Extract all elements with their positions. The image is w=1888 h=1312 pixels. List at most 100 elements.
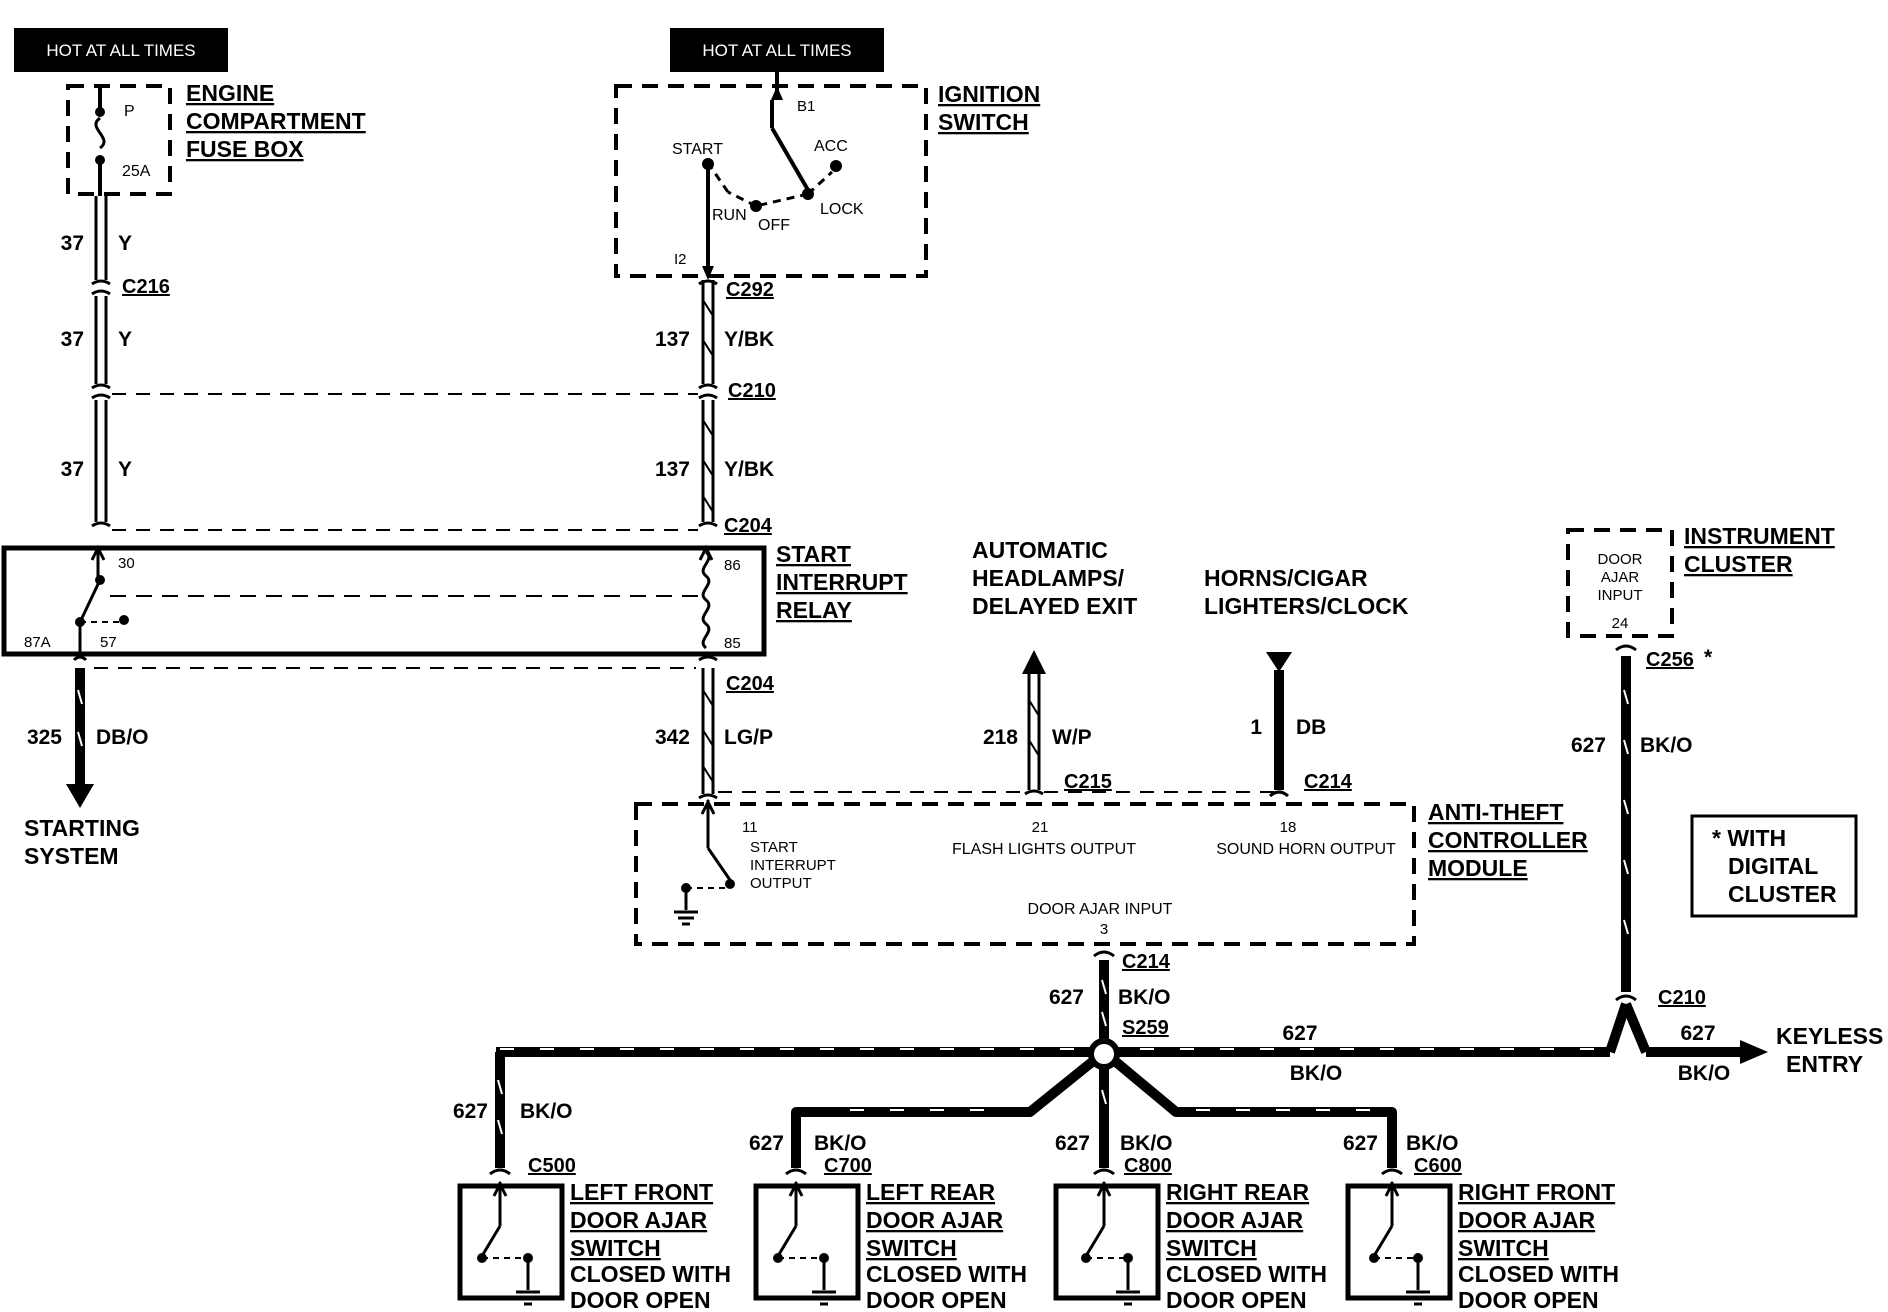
ignition-switch: B1 START ACC RUN OFF LOCK I2 IGNITION SW… (614, 72, 1040, 280)
ground-icon (812, 1290, 836, 1306)
ground-icon (516, 1290, 540, 1306)
switches-0-note-lines-0-text: CLOSED WITH (570, 1261, 731, 1287)
connector-c216: C216 (122, 276, 170, 298)
instrument-cluster-input-lines-1-text: AJAR (1601, 569, 1640, 586)
switches-0-title-lines-1-text: DOOR AJAR (570, 1207, 708, 1233)
fuse-box-title-3: FUSE BOX (186, 136, 304, 162)
wires-w627-lf-color-text: BK/O (520, 1100, 573, 1123)
switches-1-note-lines-0-text: CLOSED WITH (866, 1261, 1027, 1287)
hot-at-all-times-label-right: HOT AT ALL TIMES (670, 28, 884, 72)
instrument-cluster-input-lines-0-text: DOOR (1598, 551, 1643, 568)
wires-w37a-num-text: 37 (61, 232, 84, 255)
relay-title-2: INTERRUPT (776, 569, 908, 595)
fuse-rating: 25A (122, 163, 151, 180)
wires-w37c-num-text: 37 (61, 458, 84, 481)
wires-w627-module-color-text: BK/O (1118, 986, 1171, 1009)
splice-s259: S259 (1122, 1017, 1169, 1039)
wire-37-y: 37 Y C216 37 Y 37 Y (61, 196, 170, 528)
anti-theft-controller-module: 11 START INTERRUPT OUTPUT 21 FLASH LIGHT… (634, 798, 1588, 946)
wires-w627-cluster-color-text: BK/O (1640, 734, 1693, 757)
headlamps-label-3: DELAYED EXIT (972, 593, 1137, 619)
wires-w137a-num-text: 137 (655, 328, 690, 351)
wires-w342-num-text: 342 (655, 726, 690, 749)
module-horn-label-text: SOUND HORN OUTPUT (1216, 841, 1396, 858)
keyless-entry-label-2: ENTRY (1786, 1051, 1863, 1077)
switches-3-note-lines-0-text: CLOSED WITH (1458, 1261, 1619, 1287)
ground-icon (1116, 1290, 1140, 1306)
instrument-cluster-pin-text: 24 (1612, 615, 1629, 632)
connector-c214-upper: C214 (1304, 771, 1353, 793)
wires-w137a-color-text: Y/BK (724, 328, 774, 351)
relay-pin87a-text: 87A (24, 634, 51, 651)
wire-627-module: C214 627 BK/O S259 (1049, 950, 1171, 1042)
relay-pin85-text: 85 (724, 635, 741, 652)
wires-w627-rr-color-text: BK/O (1120, 1132, 1173, 1155)
starting-system-label-1: STARTING (24, 815, 140, 841)
wire-218-w-p: 218 W/P C215 AUTOMATIC HEADLAMPS/ DELAYE… (972, 537, 1137, 796)
connector-c210-right: C210 (1658, 987, 1706, 1009)
wires-w37b-color-text: Y (118, 328, 132, 351)
switches-2-note-lines-0-text: CLOSED WITH (1166, 1261, 1327, 1287)
connector-c500: C500 (528, 1155, 576, 1177)
module-start-output-lines-1-text: INTERRUPT (750, 857, 836, 874)
switches-0-title-lines-2-text: SWITCH (570, 1235, 661, 1261)
ignition-switch-arm (770, 126, 810, 192)
relay-pin30-text: 30 (118, 555, 135, 572)
connector-c204-top: C204 (724, 515, 773, 537)
wires-w627-bus-color-text: BK/O (1290, 1062, 1343, 1085)
left-rear-door-ajar-switch: LEFT REAR DOOR AJAR SWITCH CLOSED WITH D… (753, 1179, 1027, 1312)
ignition-switch-pos-start-text: START (672, 141, 723, 158)
module-pin21-text: 21 (1032, 819, 1049, 836)
relay-pin57-text: 57 (100, 634, 117, 651)
right-arrow-icon (1740, 1040, 1768, 1064)
ignition-switch-terminal-i2-text: I2 (674, 251, 687, 268)
hot-labels-1-text: HOT AT ALL TIMES (702, 41, 851, 60)
up-arrow-icon (1022, 650, 1046, 674)
wires-w627-module-num-text: 627 (1049, 986, 1084, 1009)
switches-1-title-lines-0-text: LEFT REAR (866, 1179, 995, 1205)
wires-w627-lr-color-text: BK/O (814, 1132, 867, 1155)
wire-1-db: 1 DB C214 HORNS/CIGAR LIGHTERS/CLOCK (1204, 565, 1409, 798)
connector-c256: C256 (1646, 649, 1694, 671)
connector-c800: C800 (1124, 1155, 1172, 1177)
wires-w37c-color-text: Y (118, 458, 132, 481)
connector-c292: C292 (726, 279, 774, 301)
module-title-3: MODULE (1428, 855, 1528, 881)
wires-w627-bus-num-text: 627 (1282, 1022, 1317, 1045)
wires-w627-lf-num-text: 627 (453, 1100, 488, 1123)
note-lines-0-text: * WITH (1712, 825, 1786, 851)
ignition-switch-title-1: IGNITION (938, 81, 1040, 107)
fuse-icon (94, 116, 106, 150)
ignition-switch-title-2: SWITCH (938, 109, 1029, 135)
wires-w627-lr-num-text: 627 (749, 1132, 784, 1155)
switches-2-note-lines-1-text: DOOR OPEN (1166, 1287, 1307, 1312)
switches-1-title-lines-2-text: SWITCH (866, 1235, 957, 1261)
relay-title-1: START (776, 541, 851, 567)
ignition-switch-pos-lock-text: LOCK (820, 201, 864, 218)
module-pin11-text: 11 (742, 819, 758, 836)
wire-627-cluster: C256 * 627 BK/O C210 (1571, 644, 1713, 1009)
switches-0-title-lines-0-text: LEFT FRONT (570, 1179, 713, 1205)
ignition-switch-pos-acc-text: ACC (814, 138, 848, 155)
instrument-cluster-title-2: CLUSTER (1684, 551, 1793, 577)
instrument-cluster: DOOR AJAR INPUT 24 INSTRUMENT CLUSTER (1566, 523, 1835, 638)
connector-c210-top: C210 (728, 380, 776, 402)
switches-3-title-lines-1-text: DOOR AJAR (1458, 1207, 1596, 1233)
wires-w627-keyless-num-text: 627 (1680, 1022, 1715, 1045)
wire-342-lg-p: 342 LG/P (655, 655, 773, 800)
module-flash-label-text: FLASH LIGHTS OUTPUT (952, 841, 1136, 858)
connectors-c256-note-text: * (1704, 646, 1713, 669)
module-door-ajar-label-text: DOOR AJAR INPUT (1028, 901, 1173, 918)
module-start-output-lines-0-text: START (750, 839, 798, 856)
wires-w325-color-text: DB/O (96, 726, 149, 749)
wires-w137b-num-text: 137 (655, 458, 690, 481)
connector-c214-lower: C214 (1122, 951, 1171, 973)
switches-0-note-lines-1-text: DOOR OPEN (570, 1287, 711, 1312)
ignition-switch-terminal-b1-text: B1 (797, 98, 815, 115)
fuse-box-title-1: ENGINE (186, 80, 274, 106)
splice-dot (1088, 1038, 1120, 1070)
wires-w627-rf-color-text: BK/O (1406, 1132, 1459, 1155)
digital-cluster-note: * WITH DIGITAL CLUSTER (1690, 814, 1858, 918)
note-lines-2-text: CLUSTER (1728, 881, 1837, 907)
